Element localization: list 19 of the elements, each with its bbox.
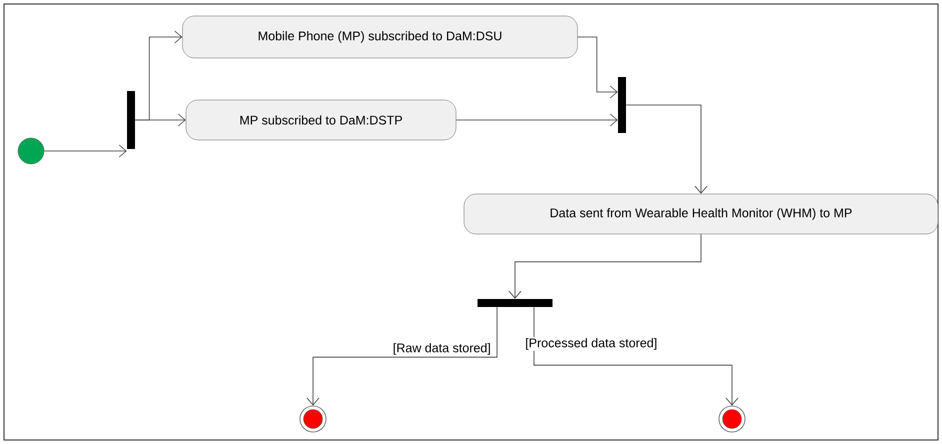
arrow — [306, 306, 498, 406]
action-box: Data sent from Wearable Health Monitor (WHM) to MP — [464, 194, 938, 234]
arrow — [508, 234, 702, 299]
arrow — [577, 36, 618, 98]
arrow — [44, 144, 127, 158]
guard-label: [Raw data stored] — [392, 342, 492, 356]
final-node — [300, 406, 326, 432]
synchronization-bar — [618, 77, 626, 133]
action-box: Mobile Phone (MP) subscribed to DaM:DSU — [182, 16, 578, 58]
synchronization-bar — [478, 299, 552, 307]
guard-label: [Processed data stored] — [524, 337, 658, 351]
arrow — [626, 104, 708, 194]
arrow — [134, 114, 186, 126]
final-node — [718, 406, 746, 432]
synchronization-bar — [127, 91, 135, 149]
arrow — [534, 306, 738, 406]
action-box: MP subscribed to DaM:DSTP — [186, 100, 456, 140]
initial-node — [18, 138, 44, 164]
arrow — [456, 114, 618, 126]
